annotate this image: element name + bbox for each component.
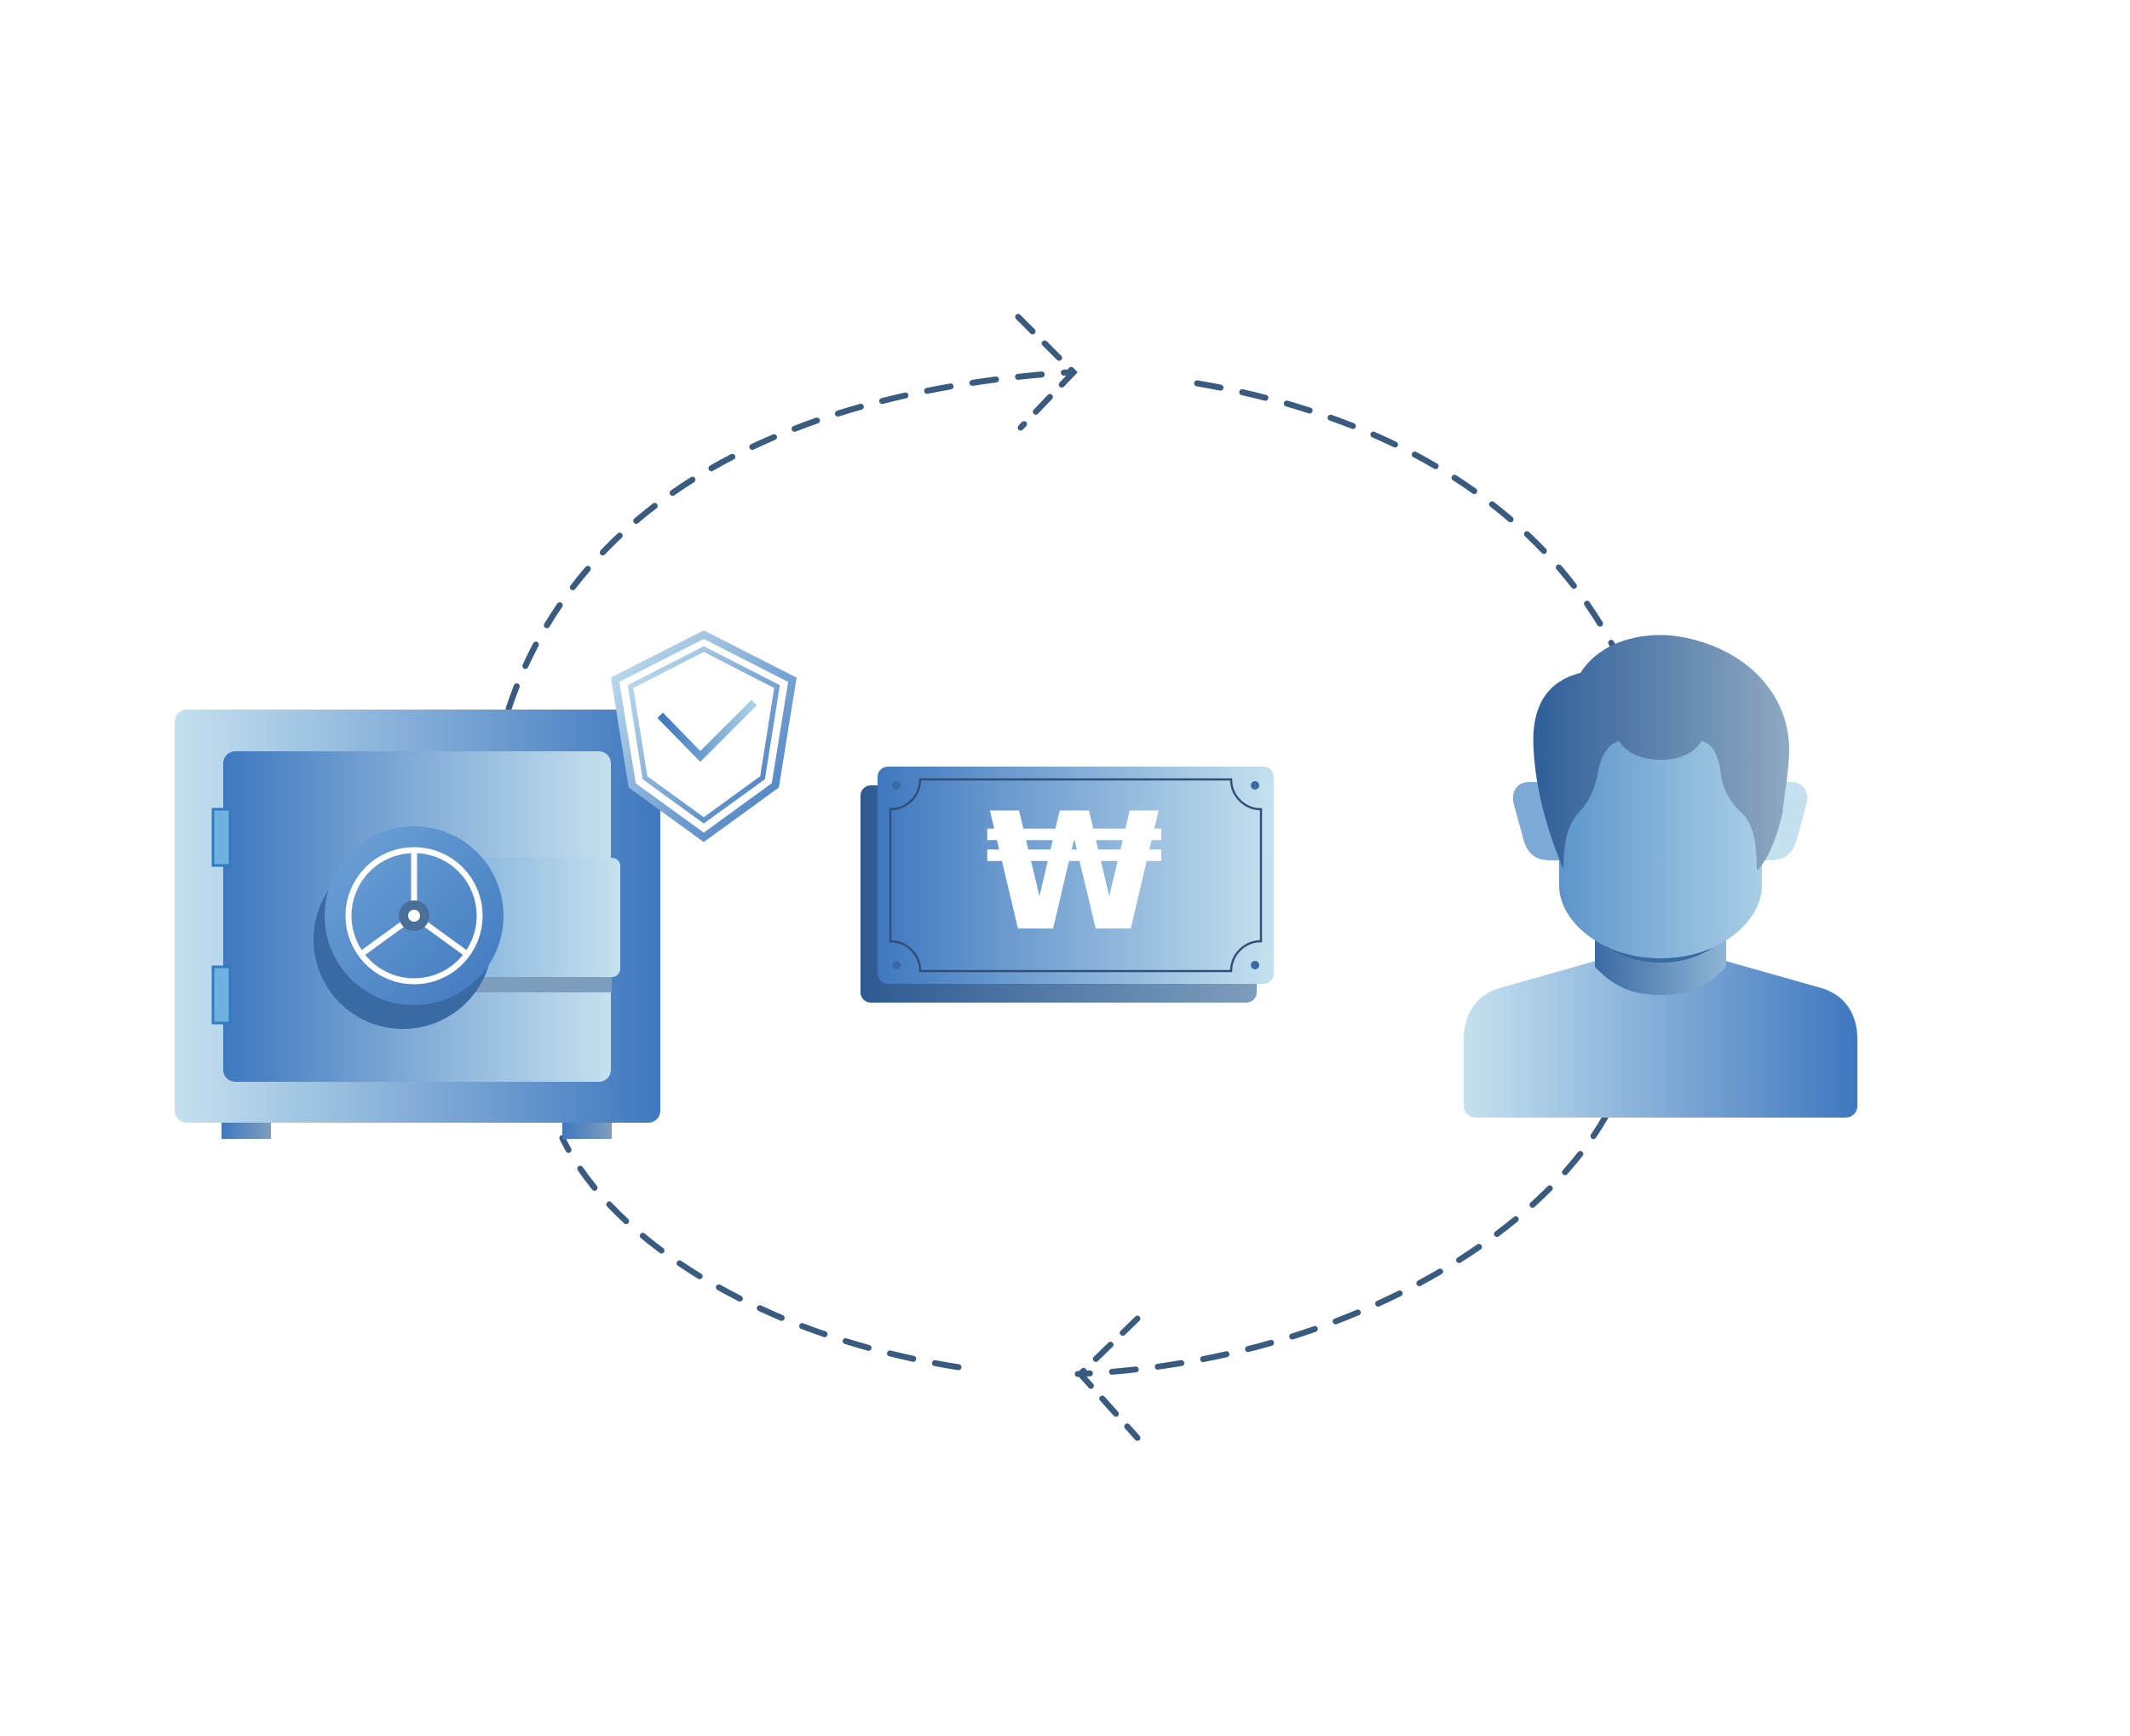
shield-check-icon xyxy=(611,629,797,842)
safe-icon xyxy=(175,710,660,1139)
bottom-left-arc xyxy=(559,1135,962,1371)
won-symbol: ₩ xyxy=(985,779,1164,967)
cycle-arrows xyxy=(505,313,1618,1441)
bottom-right-arc xyxy=(1074,1112,1609,1377)
top-right-arc xyxy=(1194,380,1618,652)
top-arrowhead-icon xyxy=(1015,313,1078,431)
top-left-arc xyxy=(505,369,1073,712)
person-icon xyxy=(1464,635,1857,1118)
check-icon xyxy=(657,699,757,762)
won-banknote-icon: ₩ xyxy=(861,767,1274,1003)
bottom-arrowhead-icon xyxy=(1076,1315,1141,1441)
